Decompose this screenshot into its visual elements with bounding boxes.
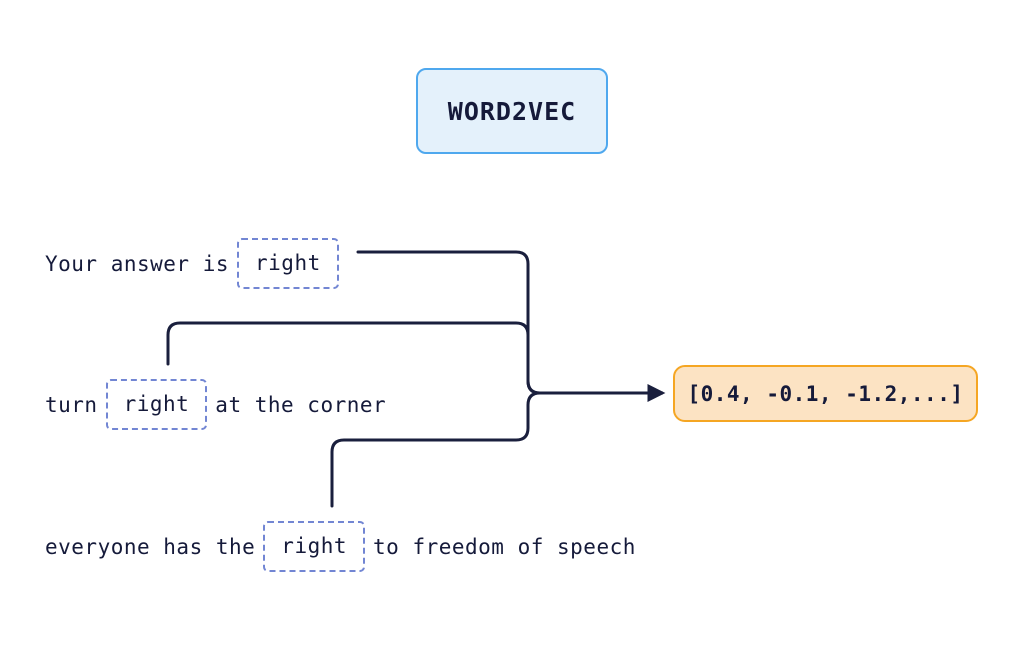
sentence-row-2: turn right at the corner xyxy=(45,379,386,430)
model-box: WORD2VEC xyxy=(416,68,608,154)
token-box-1[interactable]: right xyxy=(237,238,339,289)
model-label: WORD2VEC xyxy=(447,96,577,126)
sentence-2-prefix: turn xyxy=(45,392,98,417)
sentence-1-prefix: Your answer is xyxy=(45,251,230,276)
sentence-row-3: everyone has the right to freedom of spe… xyxy=(45,521,636,572)
sentence-2-suffix: at the corner xyxy=(215,392,387,417)
sentence-row-1: Your answer is right xyxy=(45,238,347,289)
sentence-3-prefix: everyone has the xyxy=(45,534,256,559)
token-box-2[interactable]: right xyxy=(105,379,208,430)
token-box-3[interactable]: right xyxy=(263,521,366,572)
sentence-3-suffix: to freedom of speech xyxy=(373,534,636,559)
output-vector-box: [0.4, -0.1, -1.2,...] xyxy=(673,365,978,422)
connector-sentence-1 xyxy=(356,250,542,395)
output-vector-label: [0.4, -0.1, -1.2,...] xyxy=(687,381,964,406)
